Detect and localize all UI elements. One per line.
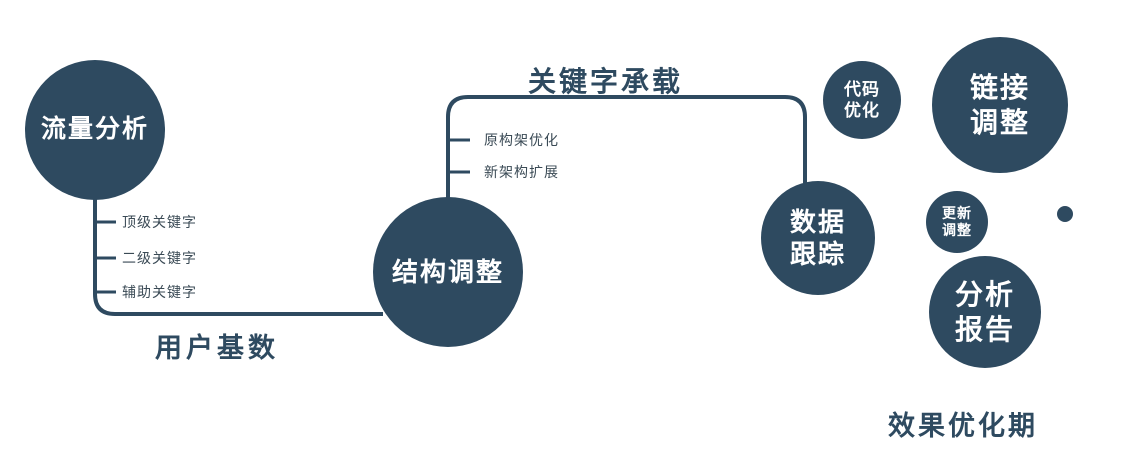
node-analysis-report-line1: 分析	[954, 279, 1015, 310]
node-code-optimization-line1: 代码	[844, 79, 880, 99]
node-structure-adjustment: 结构调整	[373, 197, 523, 347]
node-link-adjustment-line1: 链接	[969, 72, 1030, 103]
node-link-adjustment: 链接 调整	[932, 37, 1068, 173]
node-data-tracking-line1: 数据	[789, 206, 846, 237]
footer-effect-optimization-period: 效果优化期	[888, 411, 1038, 441]
node-traffic-analysis-label: 流量分析	[40, 115, 149, 144]
node-data-tracking-line2: 跟踪	[789, 239, 846, 269]
node-data-tracking: 数据 跟踪	[761, 181, 875, 295]
branch-label-new-structure-expansion: 新架构扩展	[484, 164, 559, 180]
node-structure-adjustment-label: 结构调整	[391, 256, 504, 287]
edge-label-keyword-carry: 关键字承载	[528, 66, 684, 97]
branch-label-secondary-keywords: 二级关键字	[122, 250, 197, 266]
node-analysis-report: 分析 报告	[929, 256, 1041, 368]
small-dot	[1057, 206, 1073, 222]
edge-label-user-base: 用户基数	[155, 333, 279, 363]
node-update-adjustment: 更新 调整	[926, 191, 988, 253]
node-link-adjustment-line2: 调整	[969, 107, 1030, 138]
node-update-adjustment-line1: 更新	[942, 204, 972, 221]
branch-label-original-structure-optimization: 原构架优化	[484, 132, 559, 148]
node-code-optimization-line2: 优化	[844, 101, 880, 120]
branch-label-auxiliary-keywords: 辅助关键字	[122, 284, 197, 300]
node-analysis-report-line2: 报告	[954, 314, 1015, 345]
node-update-adjustment-line2: 调整	[942, 222, 972, 238]
branch-label-top-keywords: 顶级关键字	[122, 214, 197, 230]
node-traffic-analysis: 流量分析	[25, 60, 165, 200]
node-code-optimization: 代码 优化	[823, 61, 901, 139]
